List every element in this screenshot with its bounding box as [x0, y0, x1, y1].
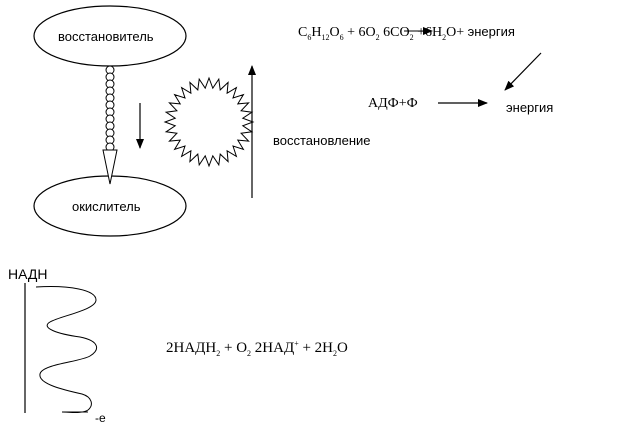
energy-diagonal-arrow	[504, 52, 542, 91]
nadh-eq-sub1: 2	[216, 349, 221, 358]
glucose-co2: 6CO	[383, 25, 410, 40]
nadh-equation: 2НАДН2 + O2 2НАД+ + 2H2O	[166, 340, 348, 358]
glucose-co2-sub: 2	[409, 32, 414, 42]
electron-chain	[105, 65, 115, 152]
glucose-plus-o2: + 6O	[347, 25, 376, 40]
chain-arrowhead	[102, 149, 118, 185]
nadh-eq-part1: 2НАДН	[166, 340, 217, 356]
glucose-h: H	[311, 25, 322, 40]
nadh-eq-sub4: 2	[333, 349, 337, 358]
glucose-o2-sub: 2	[375, 32, 380, 42]
glucose-c-sub: 6	[307, 32, 312, 42]
nadh-eq-part5: O	[337, 340, 348, 356]
nadh-energy-wave	[35, 286, 98, 413]
nadh-eq-sup3: +	[294, 339, 299, 348]
glucose-energy: энергия	[467, 24, 515, 39]
glucose-h-sub: 12	[321, 32, 330, 42]
glucose-h2o-sub: 2	[442, 32, 447, 42]
nadh-label: НАДН	[8, 266, 48, 282]
nadh-eq-sub2: 2	[247, 349, 252, 358]
glucose-c: C	[298, 25, 308, 40]
electron-label: -е	[95, 411, 106, 425]
glucose-plus-h2o: +6H	[417, 25, 443, 40]
nadh-eq-part4: + 2H	[298, 340, 333, 356]
nadh-eq-part2: + O	[220, 340, 248, 356]
glucose-o: O	[329, 25, 340, 40]
reducer-label: восстановитель	[58, 29, 154, 44]
glucose-equation: C6H12O6 + 6O2 6CO2 +6H2O+ энергия	[298, 25, 515, 42]
glucose-h2o-tail: O+	[446, 25, 465, 40]
oxidizer-label: окислитель	[72, 199, 141, 214]
energy-star	[163, 76, 255, 168]
nadh-eq-part3: 2НАД	[251, 340, 295, 356]
glucose-o-sub: 6	[339, 32, 344, 42]
adp-energy-label: энергия	[506, 100, 554, 115]
adp-equation: АДФ+Ф	[368, 96, 418, 111]
reduction-label: восстановление	[273, 133, 371, 148]
